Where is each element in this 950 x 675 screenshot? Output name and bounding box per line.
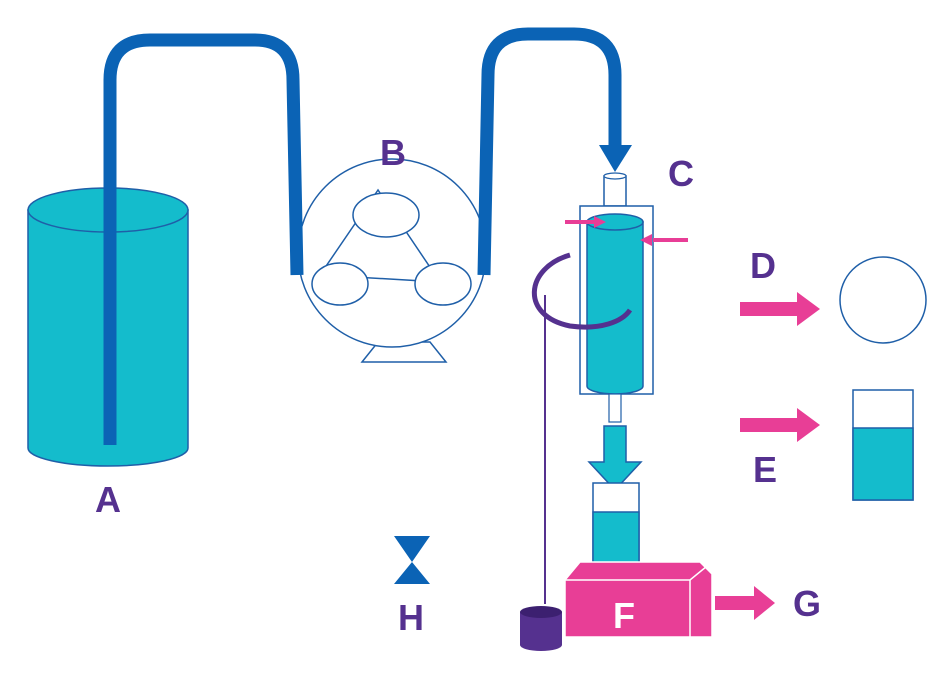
- arrow-g-shaft: [715, 596, 757, 610]
- label-e: E: [753, 449, 777, 490]
- pump-housing: [297, 158, 487, 348]
- arrow-g-icon: [754, 586, 775, 620]
- weight-top: [520, 606, 562, 618]
- arrow-d-icon: [797, 292, 820, 326]
- pendulum-weight: [520, 606, 562, 651]
- outlet-tube: [477, 27, 622, 276]
- beaker-e: [852, 389, 914, 501]
- label-d: D: [750, 245, 776, 286]
- label-b: B: [380, 132, 406, 173]
- arrow-e-shaft: [740, 418, 800, 432]
- pump-belt: [318, 188, 442, 283]
- label-a: A: [95, 479, 121, 520]
- pump-roller-top: [352, 192, 420, 238]
- label-g: G: [793, 583, 821, 624]
- column-c: [565, 172, 688, 423]
- weight-body: [520, 612, 562, 651]
- collection-vial: [592, 482, 640, 574]
- hourglass-icon: [394, 536, 430, 584]
- beaker-liquid: [852, 427, 914, 501]
- pump-roller-left: [311, 262, 369, 306]
- arrow-e-icon: [797, 408, 820, 442]
- column-inlet-cap: [603, 175, 627, 207]
- column-inlet-cap-top: [603, 172, 627, 180]
- column-packing: [586, 221, 644, 395]
- label-c: C: [668, 153, 694, 194]
- empty-circle-d: [839, 256, 927, 344]
- pink-arrowhead-left-icon: [594, 216, 606, 228]
- pump-b: [297, 158, 487, 363]
- pump-roller-right: [414, 262, 472, 306]
- pink-arrowhead-right-icon: [640, 234, 652, 246]
- detector-f: [564, 561, 713, 638]
- rotation-arc-icon: [531, 252, 633, 330]
- down-arrow-icon: [587, 425, 643, 492]
- flow-arrow-icon: [599, 145, 632, 172]
- inlet-tube: [103, 33, 304, 445]
- label-h: H: [398, 597, 424, 638]
- arrow-d-shaft: [740, 302, 800, 316]
- label-f: F: [613, 595, 635, 636]
- column-outlet: [608, 393, 622, 423]
